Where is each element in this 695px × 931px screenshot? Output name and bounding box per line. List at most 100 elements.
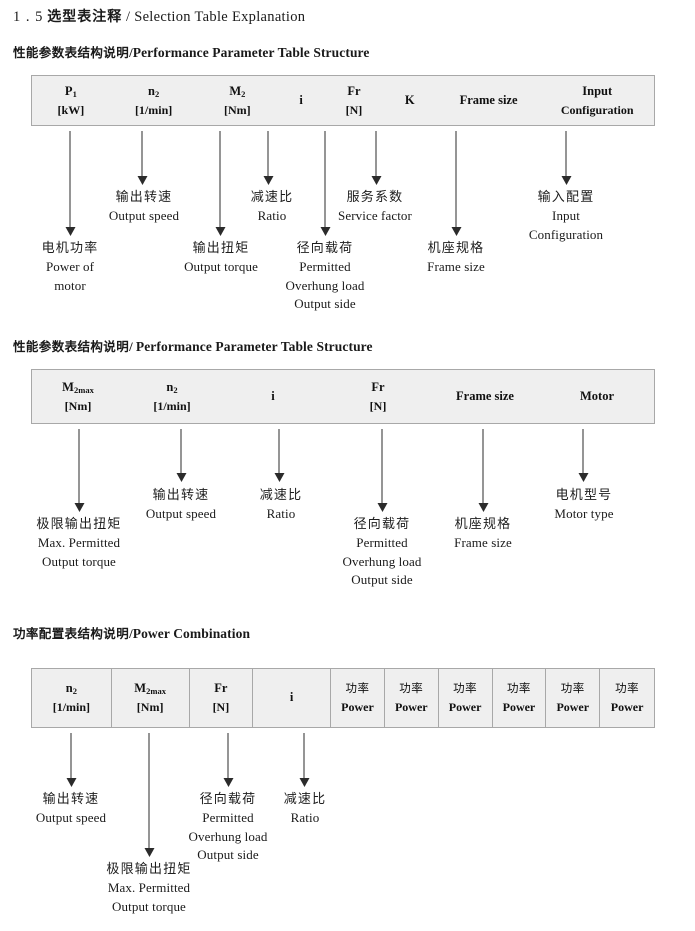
table3-col-power-4: 功率 Power	[491, 669, 546, 727]
table3-col-power-3: 功率 Power	[437, 669, 492, 727]
annotation-permitted-overhung-load-s2-en-3: Output side	[351, 572, 413, 588]
table1-col-m2-symbol: M	[229, 83, 242, 98]
annotation-service-factor-cn: 服务系数	[346, 190, 404, 205]
performance-parameter-table-2: M2max [Nm] n2 [1/min] i Fr [N] Frame siz…	[31, 369, 655, 424]
annotation-service-factor-en: Service factor	[338, 208, 412, 224]
annotation-output-speed: 输出转速 Output speed	[109, 189, 179, 226]
annotation-max-permitted-output-torque-s3-en-1: Max. Permitted	[107, 880, 191, 896]
arrow-to-frame-size-s2	[478, 429, 489, 512]
annotation-ratio-en: Ratio	[257, 208, 287, 224]
annotation-max-permitted-output-torque-s2: 极限输出扭矩 Max. Permitted Output torque	[36, 516, 121, 571]
table1-col-fr-unit: [N]	[345, 102, 363, 117]
table3-col-m2max-sub: 2max	[146, 686, 166, 697]
annotation-output-speed-cn: 输出转速	[115, 190, 173, 205]
table3-col-fr-symbol: Fr	[214, 681, 228, 696]
annotation-permitted-overhung-load-s2-en-1: Permitted	[356, 535, 408, 551]
annotation-permitted-overhung-load: 径向载荷 Permitted Overhung load Output side	[286, 240, 365, 314]
annotation-power-of-motor-cn: 电机功率	[41, 241, 99, 256]
table2-col-motor-label: Motor	[579, 388, 614, 403]
table3-col-m2max-symbol: M	[134, 681, 147, 696]
arrow-to-ratio	[263, 131, 274, 185]
annotation-frame-size-s2: 机座规格 Frame size	[454, 516, 512, 553]
table2-col-n2-symbol: n	[166, 379, 174, 394]
table3-col-n2-sub: 2	[72, 686, 77, 697]
annotation-permitted-overhung-load-s2-en-2: Overhung load	[342, 553, 422, 569]
annotation-output-speed-s3: 输出转速 Output speed	[36, 791, 106, 828]
annotation-input-configuration-cn: 输入配置	[537, 190, 595, 205]
arrow-to-output-speed-s3	[66, 733, 77, 787]
annotation-frame-size-s2-en: Frame size	[454, 535, 512, 551]
table1-col-i: i	[277, 76, 325, 125]
section-3-heading-sep: /	[129, 626, 133, 641]
annotation-ratio-s2: 减速比 Ratio	[260, 487, 303, 524]
table3-col-i: i	[252, 669, 330, 727]
arrow-to-permitted-overhung-load-s3	[223, 733, 234, 787]
annotation-service-factor: 服务系数 Service factor	[338, 189, 412, 226]
annotation-output-speed-s3-cn: 输出转速	[42, 792, 100, 807]
section-2-heading: 性能参数表结构说明/ Performance Parameter Table S…	[13, 336, 373, 355]
table1-col-k: K	[383, 76, 437, 125]
page-title-en: Selection Table Explanation	[134, 9, 306, 25]
table2-col-frame-size-label: Frame size	[456, 388, 514, 403]
table1-col-fr: Fr [N]	[325, 76, 383, 125]
table3-col-n2: n2 [1/min]	[32, 669, 111, 727]
annotation-max-permitted-output-torque-s3-cn: 极限输出扭矩	[106, 862, 192, 877]
table1-col-m2-unit: [Nm]	[224, 102, 251, 117]
annotation-permitted-overhung-load-s3-en-2: Overhung load	[188, 828, 268, 844]
table3-col-power-2-cn: 功率	[399, 680, 424, 695]
table1-col-n2-sub: 2	[154, 88, 160, 99]
table1-col-p1-unit: [kW]	[57, 102, 85, 117]
table3-col-i-symbol: i	[289, 690, 294, 705]
section-3-heading-cn: 功率配置表结构说明	[13, 626, 130, 641]
table2-col-fr-symbol: Fr	[371, 379, 385, 394]
table1-col-p1-sub: 1	[72, 88, 77, 99]
table1-col-p1: P1 [kW]	[32, 76, 110, 125]
table3-col-power-1-en: Power	[341, 699, 374, 714]
page-title-separator: /	[126, 9, 131, 25]
arrow-to-permitted-overhung-load-s2	[377, 429, 388, 512]
annotation-ratio-cn: 减速比	[250, 190, 294, 205]
table2-col-m2max-symbol: M	[62, 379, 74, 394]
table3-col-power-6-en: Power	[610, 699, 644, 714]
table1-col-n2-unit: [1/min]	[134, 102, 173, 117]
power-combination-table: n2 [1/min] M2max [Nm] Fr [N] i 功率 Power …	[31, 668, 655, 728]
arrow-to-max-permitted-output-torque-s3	[144, 733, 155, 857]
annotation-max-permitted-output-torque-s3-en-2: Output torque	[112, 898, 186, 914]
section-2-heading-cn: 性能参数表结构说明	[13, 339, 130, 354]
table2-col-motor: Motor	[540, 370, 654, 423]
table1-col-m2-sub: 2	[241, 88, 246, 99]
table3-col-power-1: 功率 Power	[330, 669, 384, 727]
table3-col-m2max: M2max [Nm]	[110, 669, 189, 727]
section-2-heading-en: Performance Parameter Table Structure	[135, 339, 373, 354]
annotation-power-of-motor-en-2: motor	[54, 277, 86, 293]
arrow-to-ratio-s2	[274, 429, 285, 482]
section-1-heading: 性能参数表结构说明/Performance Parameter Table St…	[13, 42, 370, 61]
annotation-permitted-overhung-load-en-1: Permitted	[299, 259, 351, 275]
table3-col-n2-unit: [1/min]	[52, 700, 91, 715]
section-1-heading-sep: /	[129, 45, 133, 60]
annotation-motor-type-s2-cn: 电机型号	[555, 488, 613, 503]
annotation-permitted-overhung-load-en-2: Overhung load	[285, 277, 365, 293]
table3-col-power-5-cn: 功率	[560, 680, 585, 695]
table2-col-n2-unit: [1/min]	[153, 398, 191, 413]
annotation-max-permitted-output-torque-s2-en-1: Max. Permitted	[37, 535, 121, 551]
annotation-output-speed-en: Output speed	[108, 208, 180, 224]
annotation-max-permitted-output-torque-s3: 极限输出扭矩 Max. Permitted Output torque	[106, 861, 191, 916]
annotation-ratio-s3-en: Ratio	[290, 810, 320, 826]
table2-col-m2max-unit: [Nm]	[64, 398, 92, 413]
table3-col-power-6-cn: 功率	[615, 680, 640, 695]
annotation-max-permitted-output-torque-s2-cn: 极限输出扭矩	[36, 517, 122, 532]
annotation-frame-size-en: Frame size	[427, 259, 485, 275]
table3-col-power-5: 功率 Power	[545, 669, 599, 727]
arrow-to-output-speed	[137, 131, 148, 185]
table3-col-m2max-unit: [Nm]	[136, 700, 164, 715]
table1-col-p1-symbol: P	[64, 83, 73, 98]
section-1-heading-cn: 性能参数表结构说明	[13, 45, 130, 60]
annotation-output-speed-s2-en: Output speed	[145, 506, 217, 522]
table3-col-power-1-cn: 功率	[345, 680, 370, 695]
table2-col-frame-size: Frame size	[430, 370, 540, 423]
annotation-input-configuration: 输入配置 Input Configuration	[529, 189, 603, 244]
annotation-output-speed-s3-en: Output speed	[35, 810, 107, 826]
performance-parameter-table-1: P1 [kW] n2 [1/min] M2 [Nm] i Fr [N] K Fr…	[31, 75, 655, 126]
arrow-to-motor-type-s2	[578, 429, 589, 482]
